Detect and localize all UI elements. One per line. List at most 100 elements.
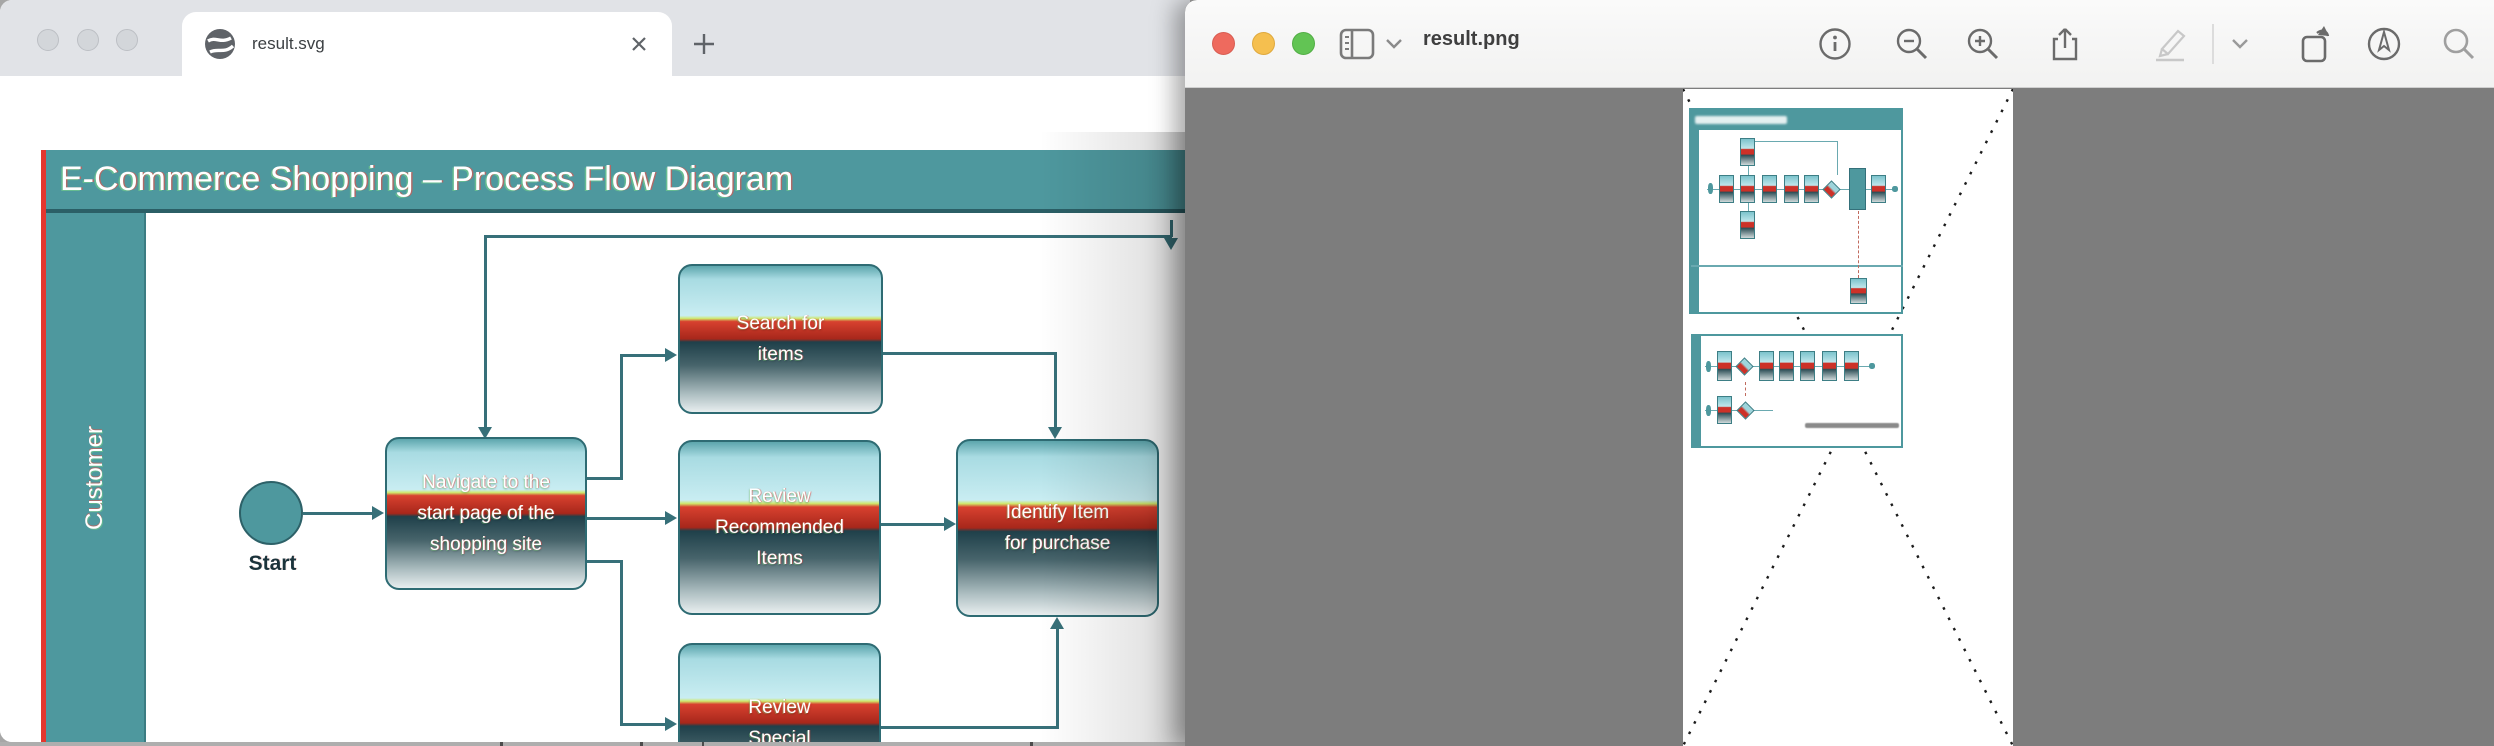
thumb-node xyxy=(1800,351,1815,381)
thumb2-dashed-connector xyxy=(1745,382,1746,396)
bottom-edge-tick xyxy=(640,742,643,746)
node-review-recommended-label: Review Recommended Items xyxy=(715,486,844,569)
arrow-into-navigate xyxy=(478,427,492,439)
thumb1-dashed-connector xyxy=(1858,211,1859,278)
connector-top-right-stub xyxy=(1170,220,1173,237)
page-right-shadow xyxy=(1040,132,1185,742)
thumb2-caption-smudge xyxy=(1805,423,1899,428)
rotate-left-icon[interactable] xyxy=(2293,22,2337,66)
connector-branch-c1 xyxy=(587,560,622,563)
thumb-node-below xyxy=(1740,211,1755,239)
preview-window-title: result.png xyxy=(1423,28,1520,50)
connector-reviewrec-out xyxy=(881,523,947,526)
new-tab-button[interactable] xyxy=(686,26,722,62)
diagram-title: E-Commerce Shopping – Process Flow Diagr… xyxy=(46,150,1185,213)
thumb-node xyxy=(1762,175,1777,203)
thumb2-end-node xyxy=(1869,363,1875,369)
svg-document-page: E-Commerce Shopping – Process Flow Diagr… xyxy=(0,132,1190,742)
connector-branch-c3 xyxy=(620,723,666,726)
arrow-into-review-recommended xyxy=(665,511,677,525)
bottom-edge-tick xyxy=(500,742,503,746)
thumb2-start-node-2 xyxy=(1706,405,1711,416)
markup-chevron-down-icon[interactable] xyxy=(2225,22,2255,66)
thumb-node xyxy=(1784,175,1799,203)
thumbnail-diagram-2 xyxy=(1691,334,1903,448)
connector-branch-a1 xyxy=(587,477,622,480)
toolbar-divider xyxy=(2212,24,2214,64)
connector-branch-b xyxy=(587,517,666,520)
node-navigate-label: Navigate to the start page of the shoppi… xyxy=(417,472,555,555)
arrow-into-review-special xyxy=(665,717,677,731)
thumb1-titlebar xyxy=(1691,110,1901,130)
browser-window: result.svg xyxy=(0,0,1190,742)
connector-start-to-navigate xyxy=(303,512,373,515)
thumb-node xyxy=(1740,175,1755,203)
node-review-recommended: Review Recommended Items xyxy=(678,440,881,615)
node-identify: Identify Item for purchase xyxy=(956,439,1159,617)
thumb-decision xyxy=(1736,401,1755,420)
arrow-into-identify-bottom xyxy=(1050,617,1064,629)
thumb-decision xyxy=(1822,180,1841,199)
browser-toolbar: File /Users/new/Desktop/c-sharp/resul... xyxy=(0,76,1190,207)
png-page xyxy=(1683,89,2013,746)
node-search: Search for items xyxy=(678,264,883,414)
start-node xyxy=(239,481,303,545)
thumb1-flow-line xyxy=(1707,189,1897,190)
markup-pen-circle-icon[interactable] xyxy=(2362,22,2406,66)
browser-bottom-edge xyxy=(0,742,1190,746)
traffic-light-minimize[interactable] xyxy=(1252,32,1275,55)
arrow-into-identify-left xyxy=(944,517,956,531)
zoom-in-icon[interactable] xyxy=(1961,22,2005,66)
search-icon[interactable] xyxy=(2437,22,2481,66)
thumb1-lane xyxy=(1691,130,1699,314)
thumb1-lane-divider xyxy=(1691,265,1903,267)
start-node-label: Start xyxy=(248,552,297,575)
thumb-node xyxy=(1871,175,1886,203)
swimlane-label: Customer xyxy=(81,425,108,530)
thumb1-branch-up xyxy=(1748,166,1749,175)
customer-swimlane: Customer xyxy=(46,213,146,742)
thumb-node xyxy=(1719,175,1734,203)
arrow-top-right-down xyxy=(1164,238,1178,250)
highlight-pen-icon[interactable] xyxy=(2148,22,2192,66)
thumb1-loop-line xyxy=(1755,141,1837,142)
traffic-light-close[interactable] xyxy=(37,29,59,51)
bottom-edge-tick xyxy=(1030,742,1033,746)
thumb1-branch-down xyxy=(1748,203,1749,211)
node-search-label: Search for items xyxy=(736,313,825,365)
thumbnail-diagram-1 xyxy=(1689,108,1903,314)
tab-result-svg[interactable]: result.svg xyxy=(182,12,672,76)
thumb-node xyxy=(1804,175,1819,203)
traffic-light-zoom[interactable] xyxy=(1292,32,1315,55)
traffic-light-close[interactable] xyxy=(1212,32,1235,55)
share-icon[interactable] xyxy=(2043,22,2087,66)
sidebar-toggle-icon[interactable] xyxy=(1337,22,1381,66)
traffic-light-minimize[interactable] xyxy=(77,29,99,51)
diagram-left-red-stripe xyxy=(41,150,46,742)
info-icon[interactable] xyxy=(1813,22,1857,66)
connector-branch-a3 xyxy=(620,354,666,357)
connector-reviewspecial-out-h xyxy=(881,726,1059,729)
connector-top-horizontal xyxy=(485,235,1172,238)
zoom-out-icon[interactable] xyxy=(1890,22,1934,66)
thumb-node xyxy=(1759,351,1774,381)
preview-toolbar: result.png xyxy=(1185,0,2494,88)
tab-close-icon[interactable] xyxy=(624,29,654,59)
connector-branch-c2 xyxy=(620,560,623,726)
connector-into-navigate-vertical xyxy=(484,235,487,427)
thumb1-lower-node xyxy=(1850,278,1867,304)
traffic-light-zoom[interactable] xyxy=(116,29,138,51)
connector-reviewspecial-out-v xyxy=(1056,629,1059,729)
thumb-node xyxy=(1779,351,1794,381)
node-review-special-label: Review Special xyxy=(748,697,811,742)
arrow-into-identify-top xyxy=(1048,427,1062,439)
tab-strip: result.svg xyxy=(0,0,1190,76)
thumb-tall-node xyxy=(1849,168,1866,210)
tab-favicon-globe-icon xyxy=(204,28,236,60)
tab-title: result.svg xyxy=(252,34,325,53)
node-identify-label: Identify Item for purchase xyxy=(1004,502,1111,554)
thumb-node-above xyxy=(1740,138,1755,166)
node-review-special: Review Special xyxy=(678,643,881,742)
sidebar-chevron-down-icon[interactable] xyxy=(1381,22,1407,66)
